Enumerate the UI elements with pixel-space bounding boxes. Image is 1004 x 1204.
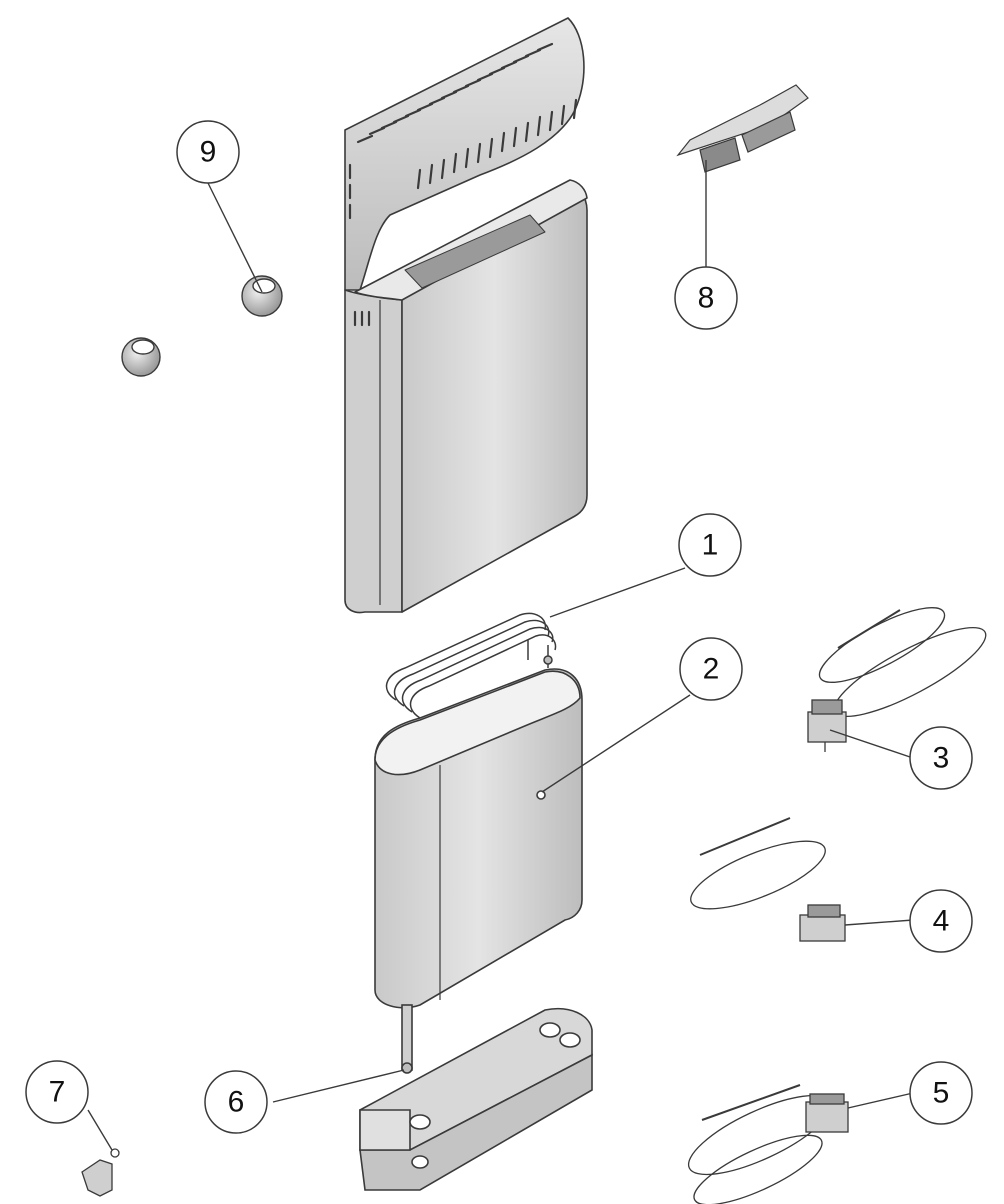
callout-1: 1 — [678, 513, 742, 577]
rating-label — [404, 214, 546, 289]
knob-part — [121, 275, 283, 377]
callout-9: 9 — [176, 120, 240, 184]
callout-3: 3 — [909, 726, 973, 790]
base-tray — [359, 1008, 593, 1191]
top-vent-cover — [344, 17, 585, 291]
callout-label: 4 — [933, 905, 950, 938]
callout-label: 2 — [703, 653, 720, 686]
callout-circle — [679, 637, 743, 701]
inner-tank — [374, 668, 583, 1074]
callout-label: 6 — [228, 1086, 245, 1119]
callout-8: 8 — [674, 266, 738, 330]
callout-label: 5 — [933, 1077, 950, 1110]
connector-part — [81, 1148, 120, 1197]
callout-5: 5 — [909, 1061, 973, 1125]
heating-element — [385, 612, 557, 719]
callout-circle — [909, 726, 973, 790]
callout-7: 7 — [25, 1060, 89, 1124]
callout-circle — [678, 513, 742, 577]
callout-label: 3 — [933, 742, 950, 775]
callout-circle — [909, 889, 973, 953]
relay-part — [687, 1084, 849, 1204]
callout-label: 7 — [49, 1076, 66, 1109]
callout-2: 2 — [679, 637, 743, 701]
callout-6: 6 — [204, 1070, 268, 1134]
heater-casing — [344, 17, 588, 614]
callout-label: 1 — [702, 529, 719, 562]
vent-slots — [348, 42, 578, 327]
callout-4: 4 — [909, 889, 973, 953]
sensor-hole — [536, 790, 546, 800]
side-panel — [344, 289, 403, 614]
thermostat-part — [807, 607, 987, 752]
callout-circle — [909, 1061, 973, 1125]
callout-circle — [674, 266, 738, 330]
callout-label: 9 — [200, 136, 217, 169]
callout-circle — [204, 1070, 268, 1134]
callout-circle — [176, 120, 240, 184]
rating-labels-part — [676, 84, 809, 173]
callout-circle — [25, 1060, 89, 1124]
callout-label: 8 — [698, 282, 715, 315]
leader-lines — [87, 160, 914, 1151]
limiter-part — [690, 817, 846, 942]
